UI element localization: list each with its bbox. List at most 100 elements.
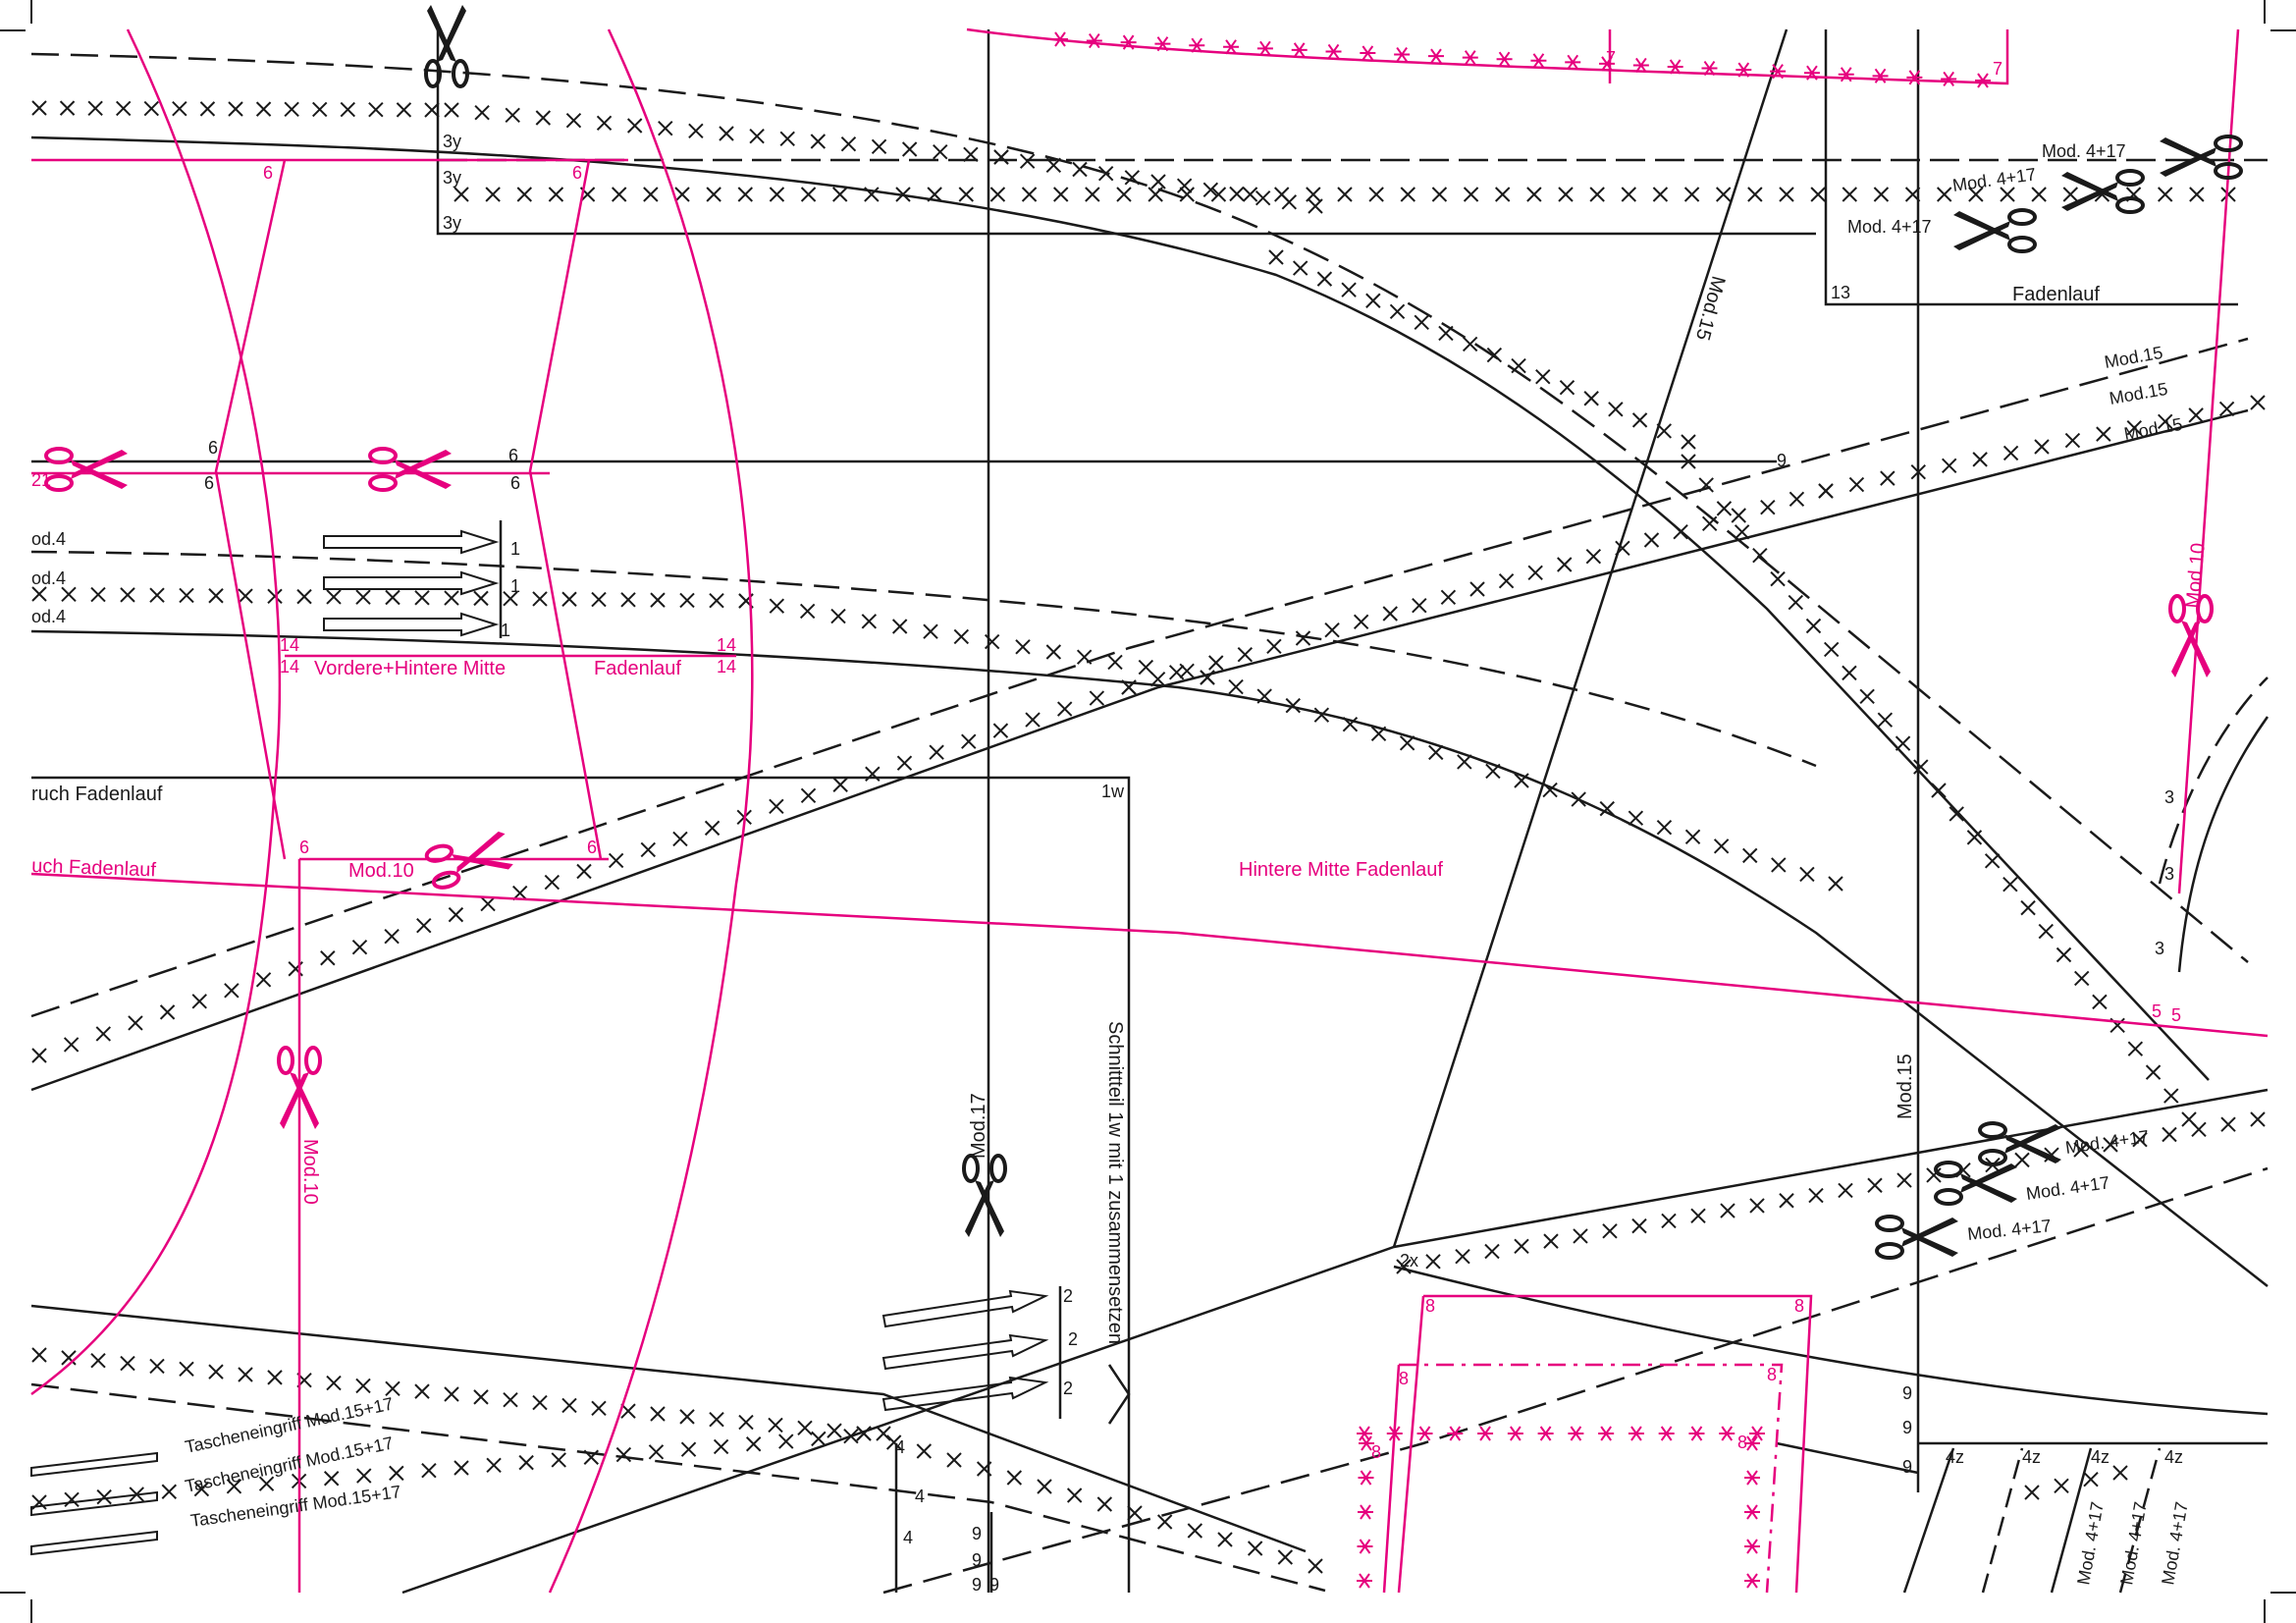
stitch-mark	[1316, 271, 1333, 287]
star-stitch-mark	[1325, 43, 1342, 60]
stitch-mark	[1877, 712, 1894, 728]
star-stitch-mark	[1744, 1539, 1760, 1554]
stitch-mark	[385, 589, 400, 606]
stitch-mark	[1527, 565, 1543, 581]
label-mod15-b: Mod.15	[2103, 343, 2164, 372]
stitch-mark	[778, 1434, 794, 1449]
stitch-mark	[1543, 1233, 1559, 1249]
stitch-mark	[2162, 1126, 2177, 1143]
stitch-mark	[161, 1484, 178, 1499]
stitch-mark	[2220, 187, 2236, 202]
magenta-pattern-lines	[30, 27, 2269, 1594]
stitch-mark	[267, 1370, 283, 1385]
star-stitch-mark	[1975, 73, 1991, 88]
star-stitch-mark	[1447, 1426, 1464, 1441]
stitch-mark	[224, 983, 240, 999]
star-stitch-mark	[1565, 54, 1581, 70]
stitch-mark	[1425, 1254, 1441, 1270]
mark-1: 1	[510, 539, 520, 559]
mark-1: 1	[501, 621, 510, 640]
stitch-mark	[1337, 187, 1353, 202]
mark-9: 9	[1777, 451, 1787, 470]
stitch-mark	[916, 1443, 933, 1459]
mark-6: 6	[508, 446, 518, 465]
stitch-mark	[226, 1479, 242, 1494]
stitch-mark	[596, 115, 613, 132]
stitch-mark	[1716, 187, 1732, 202]
stitch-mark	[2083, 1471, 2099, 1488]
stitch-mark	[1149, 671, 1166, 687]
stitch-mark	[2218, 401, 2235, 417]
stitch-mark	[120, 1355, 135, 1372]
stitch-mark	[1053, 187, 1069, 202]
mark-2: 2	[1063, 1286, 1073, 1306]
stitch-mark	[1200, 670, 1215, 685]
stitch-mark	[1573, 1228, 1588, 1244]
stitch-mark	[59, 100, 76, 116]
label-mod15-c: Mod.15	[2108, 379, 2169, 408]
stitch-mark	[658, 120, 673, 136]
stitch-mark	[1799, 866, 1815, 883]
stitch-mark	[535, 110, 552, 126]
stitch-mark	[861, 614, 878, 629]
star-stitch-mark	[1744, 1435, 1760, 1451]
stitch-mark	[149, 587, 165, 603]
stitch-mark	[1514, 1238, 1529, 1255]
stitch-mark	[384, 928, 400, 945]
stitch-mark	[1229, 186, 1245, 202]
mark-2x: 2x	[1400, 1251, 1418, 1271]
star-stitch-mark	[1735, 62, 1752, 78]
stitch-mark	[1127, 1505, 1143, 1521]
stitch-mark	[1716, 501, 1733, 516]
stitch-mark	[1984, 853, 2001, 869]
stitch-mark	[149, 1358, 165, 1375]
stitch-mark	[1389, 303, 1406, 320]
stitch-mark	[885, 1434, 902, 1450]
label-mod10-c: Mod.10	[299, 1139, 321, 1205]
stitch-mark	[843, 1428, 859, 1444]
stitch-mark	[779, 131, 795, 147]
stitch-mark	[2127, 1041, 2144, 1056]
stitch-mark	[1828, 876, 1843, 892]
seam-line-top	[30, 135, 2210, 1081]
stitch-mark	[1066, 1488, 1083, 1503]
stitch-mark	[1021, 187, 1038, 202]
stitch-mark	[901, 141, 918, 157]
stitch-mark	[389, 1465, 404, 1482]
stitch-mark	[31, 586, 47, 602]
mark-8: 8	[1794, 1296, 1804, 1316]
stitch-mark	[1124, 170, 1141, 186]
label-mod15-d: Mod.15	[2122, 414, 2184, 444]
stitch-mark	[583, 1449, 600, 1465]
label-mod4-17-a: Mod. 4+17	[2042, 141, 2126, 161]
stitch-mark	[719, 126, 734, 141]
stitch-mark	[865, 766, 881, 782]
mark-4: 4	[915, 1487, 925, 1506]
stitch-mark	[1462, 336, 1478, 352]
star-stitch-mark	[1462, 50, 1478, 66]
stitch-mark	[1085, 187, 1100, 202]
stitch-mark	[1148, 187, 1163, 202]
stitch-mark	[769, 187, 785, 202]
stitch-mark	[856, 1426, 872, 1441]
stitch-mark	[1656, 423, 1672, 439]
mark-13: 13	[1831, 283, 1850, 302]
stitch-mark	[769, 598, 785, 614]
stitch-mark	[2020, 899, 2036, 916]
stitch-mark	[1037, 1479, 1052, 1494]
stitch-mark	[1025, 712, 1041, 728]
star-stitch-mark	[1052, 31, 1068, 47]
star-stitch-mark	[1744, 1573, 1760, 1589]
stitch-mark	[193, 1481, 210, 1497]
stitch-mark	[2002, 877, 2018, 893]
stitch-mark	[474, 104, 490, 121]
stitch-mark	[1557, 557, 1573, 572]
stitch-mark	[1495, 187, 1511, 202]
stitch-mark	[1895, 735, 1911, 751]
star-stitch-mark	[1477, 1426, 1494, 1441]
stitch-mark	[1511, 357, 1526, 374]
label-mod17: Mod.17	[968, 1093, 989, 1159]
star-stitch-mark	[1496, 51, 1513, 67]
stitch-mark	[1681, 434, 1696, 450]
stitch-mark	[1631, 1217, 1647, 1234]
